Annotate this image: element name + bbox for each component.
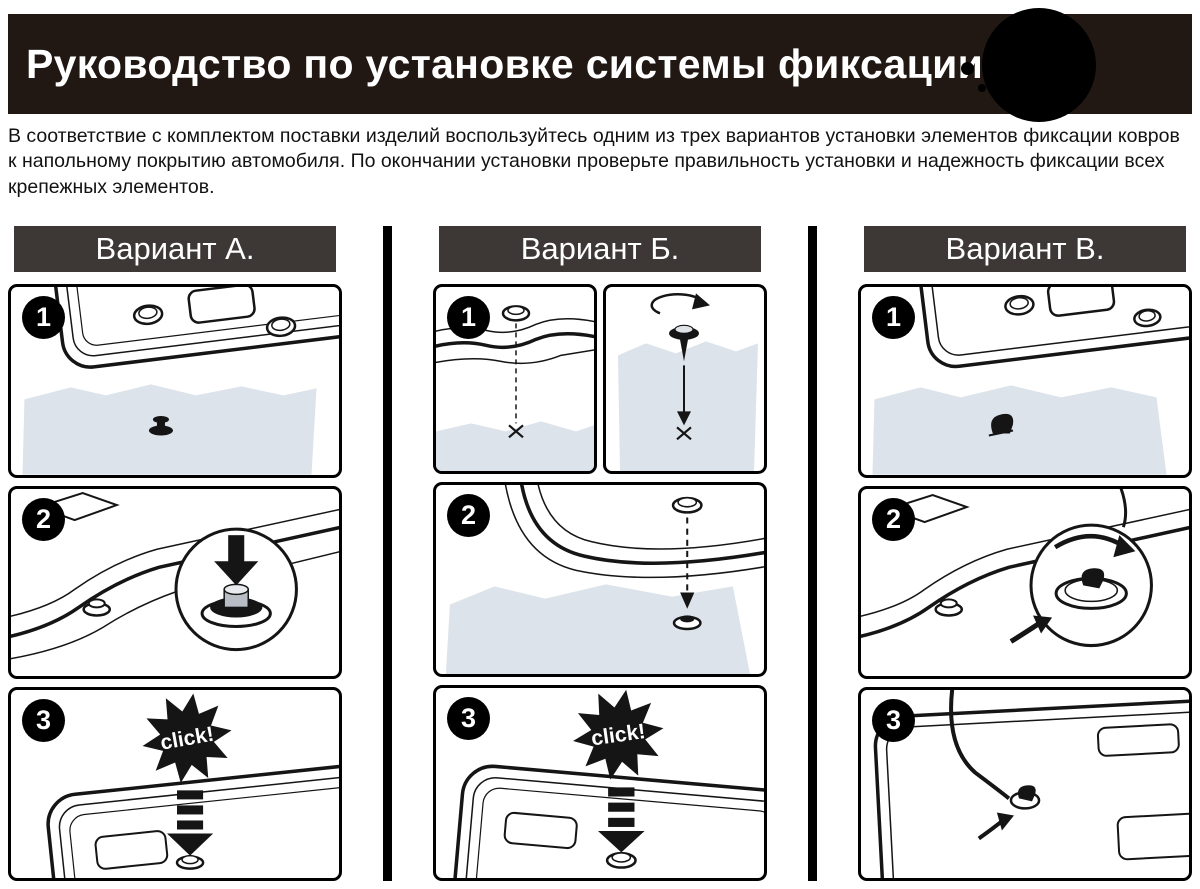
pointer-arrow-icon [977,812,1014,841]
logo-dot-icon [961,62,974,75]
variant-b-step-2-panel: 2 [433,481,767,678]
down-arrow-icon [677,365,691,426]
rotation-arrow-icon [650,293,710,315]
carpet-shade [618,341,758,471]
strap-line [1119,488,1128,528]
x-mark-icon [508,424,524,439]
variant-a-label: Вариант А. [95,231,255,266]
illustration-a1-mat-over-grommet [22,287,339,475]
fastener-small-icon [82,598,112,617]
step-1-badge: 1 [447,296,490,339]
mat-edge-lines [11,491,339,660]
fastener-small-icon [934,598,964,617]
step-2-badge: 2 [872,497,915,541]
mat-outline [49,287,339,369]
illustration-b2-align-mat [445,484,764,675]
step-3-badge: 3 [447,697,490,741]
carpet-shade [872,385,1167,475]
illustration-c1-mat-over-hook [872,287,1189,475]
click-starburst-icon: click! [573,690,664,780]
logo-dot-small-icon [978,84,986,92]
variant-b-step-3-panel: 3 click! [433,685,767,882]
variant-b-header: Вариант Б. [439,226,761,272]
x-mark-icon [676,426,692,441]
illustration-c2-hook-into-grommet [861,488,1189,647]
dashed-down-arrow-icon [680,517,695,609]
variant-columns: Вариант А. 1 [8,226,1192,882]
step-2-badge: 2 [22,497,65,541]
logo-blob-icon [982,8,1096,122]
variant-a-step-3-panel: 3 click! [8,687,342,882]
variant-b-step-1-right [603,284,767,474]
button-icon [501,305,531,322]
variant-c-step-1-panel: 1 [858,284,1192,478]
illustration-b3-click-lock: click! [451,690,764,879]
variant-c-header: Вариант В. [864,226,1186,272]
button-icon [671,496,703,514]
column-divider [383,226,392,881]
illustration-a3-click-lock: click! [46,693,339,879]
press-down-arrow-icon [214,534,259,586]
step-1-badge: 1 [22,296,65,339]
variant-column-b: Вариант Б. 1 [433,226,767,882]
variant-column-a: Вариант А. 1 [8,226,342,882]
column-divider [808,226,817,881]
step-3-badge: 3 [872,699,915,743]
step-1-badge: 1 [872,296,915,339]
screw-fastener-icon [669,324,699,362]
hook-icon [1081,567,1105,589]
fastener-on-carpet-icon [672,615,702,630]
illustration-c3-hook-attached [873,690,1189,879]
rotation-arrow-icon [1053,533,1136,557]
hook-icon [988,413,1014,437]
strap-line [949,690,1011,801]
intro-text: В соответствие с комплектом поставки изд… [8,125,1180,198]
variant-b-step-1-panel: 1 [433,284,767,474]
dashed-press-arrow-icon [597,787,645,853]
variant-c-step-3-panel: 3 [858,687,1192,882]
mat-outline [914,287,1189,369]
step-3-badge: 3 [22,699,65,743]
variant-column-c: Вариант В. 1 [858,226,1192,882]
button-icon [175,855,205,871]
click-starburst-icon: click! [142,693,232,784]
variant-a-step-2-panel: 2 [8,485,342,680]
illustration-a2-press-fastener [11,491,339,660]
mat-edge-lines [504,484,764,578]
mat-outline [46,764,339,879]
carpet-shade [445,584,751,675]
fastener-pressed-icon [200,583,272,628]
step-2-badge: 2 [447,493,490,537]
variant-c-label: Вариант В. [945,231,1105,266]
hook-fastened-icon [1009,785,1041,811]
page-title: Руководство по установке системы фиксаци… [26,40,984,87]
variant-c-step-2-panel: 2 [858,485,1192,680]
title-bar: Руководство по установке системы фиксаци… [8,8,1192,122]
grommet-icon [148,415,173,436]
variant-b-step-1-left: 1 [433,284,597,474]
dashed-press-arrow-icon [166,790,214,856]
variant-b-label: Вариант Б. [520,231,680,266]
pointer-arrow-icon [1009,615,1053,644]
button-icon [605,852,637,870]
illustration-b1-mark-position [436,305,594,471]
illustration-b1-screw-fastener [618,293,758,471]
variant-a-step-1-panel: 1 [8,284,342,478]
variant-a-header: Вариант А. [14,226,336,272]
carpet-shade [436,421,594,471]
mat-outline [873,698,1189,879]
